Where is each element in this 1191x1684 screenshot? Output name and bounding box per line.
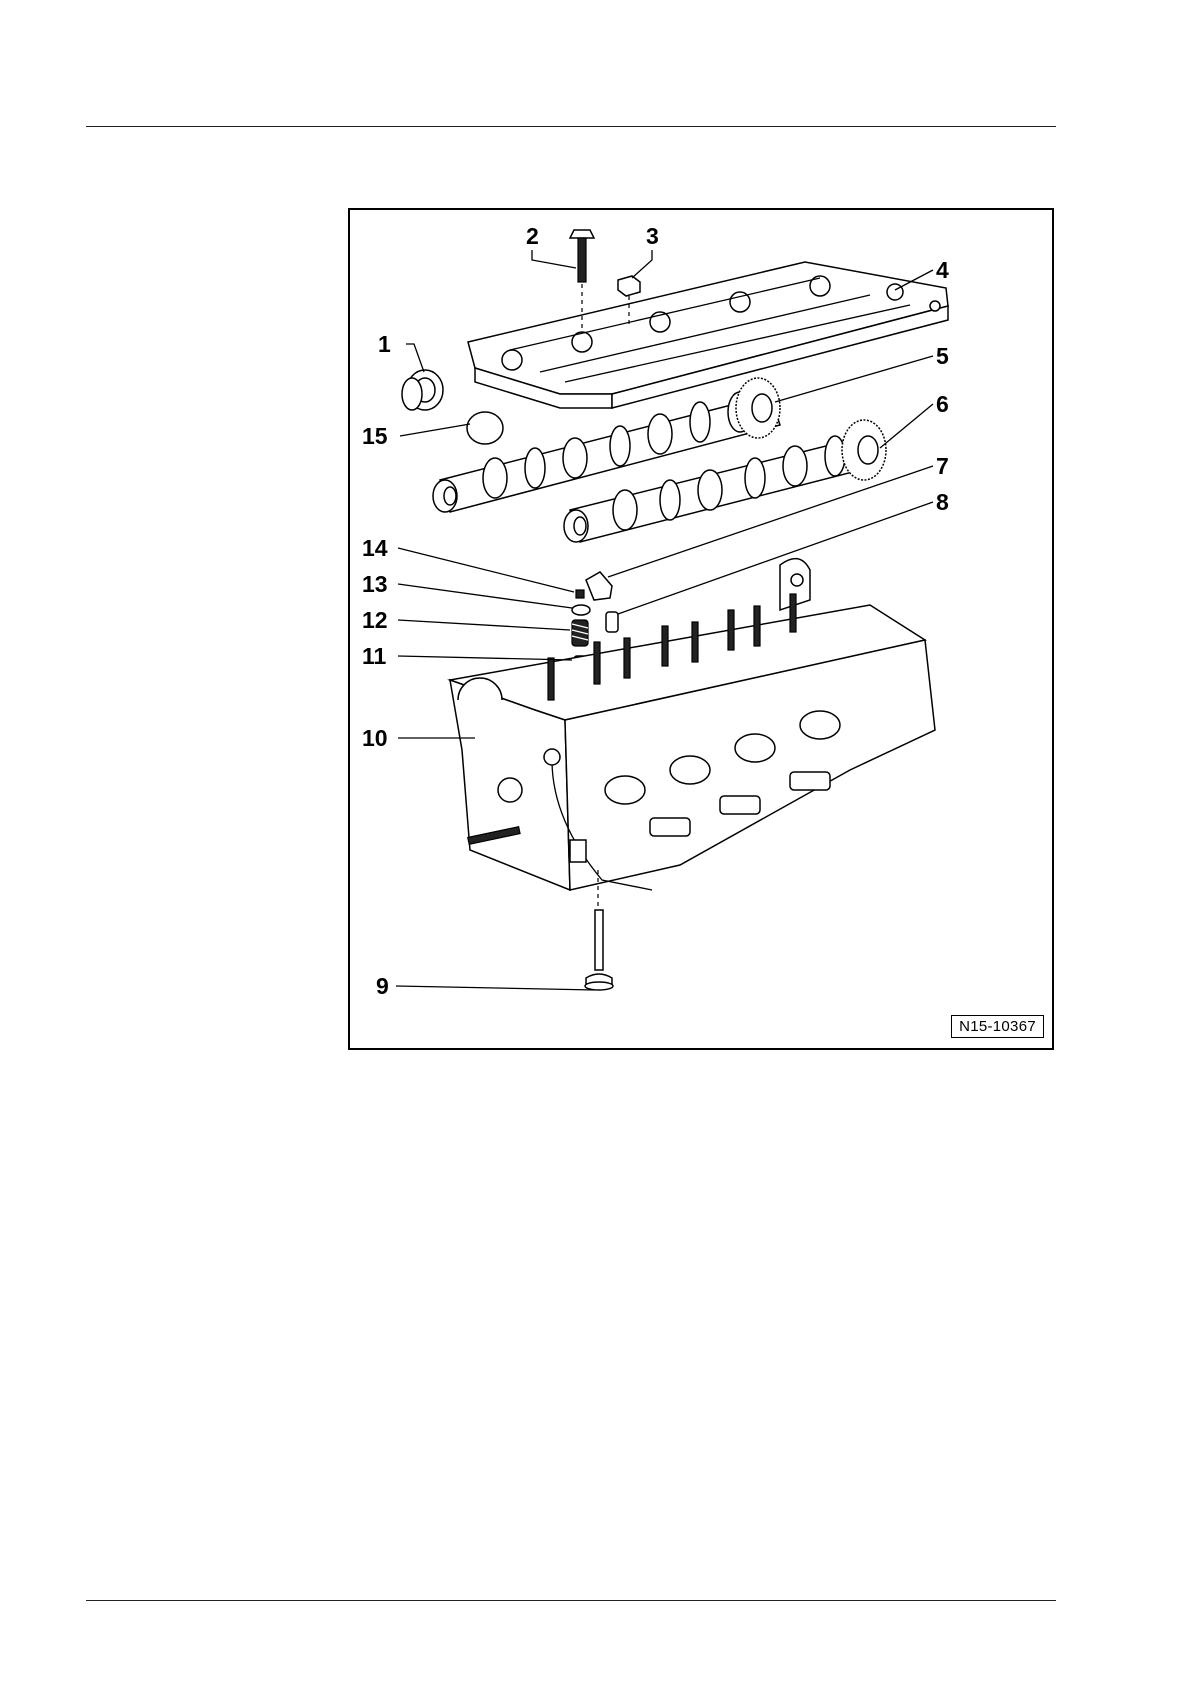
callout-11: 11 <box>362 643 387 669</box>
part-7-roller-rocker <box>586 572 612 600</box>
diagram-canvas: 2 3 4 1 5 15 6 7 8 14 13 12 11 10 9 <box>350 210 1051 1047</box>
exploded-diagram: 2 3 4 1 5 15 6 7 8 14 13 12 11 10 9 N15-… <box>348 208 1054 1050</box>
part-10-cylinder-head <box>450 559 935 890</box>
part-13-spring-retainer <box>572 605 590 615</box>
callout-9: 9 <box>376 973 389 999</box>
callout-14: 14 <box>362 535 388 561</box>
callout-6: 6 <box>936 391 949 417</box>
footer-rule <box>86 1600 1056 1601</box>
callout-8: 8 <box>936 489 949 515</box>
figure-reference-code: N15-10367 <box>951 1015 1044 1038</box>
part-4-bearing-frame <box>468 262 948 408</box>
callout-5: 5 <box>936 343 949 369</box>
header-rule <box>86 126 1056 127</box>
part-9-valve <box>585 870 613 990</box>
part-14-keepers <box>576 590 584 598</box>
callout-3: 3 <box>646 223 659 249</box>
part-8-lifter <box>606 612 618 632</box>
callout-1: 1 <box>378 331 391 357</box>
part-15-cap <box>467 412 503 444</box>
callout-4: 4 <box>936 257 949 283</box>
callout-15: 15 <box>362 423 388 449</box>
callout-10: 10 <box>362 725 388 751</box>
callout-12: 12 <box>362 607 388 633</box>
callout-2: 2 <box>526 223 539 249</box>
callout-13: 13 <box>362 571 388 597</box>
part-12-valve-spring <box>572 620 588 646</box>
callout-7: 7 <box>936 453 949 479</box>
part-1-oil-seal <box>402 370 443 410</box>
